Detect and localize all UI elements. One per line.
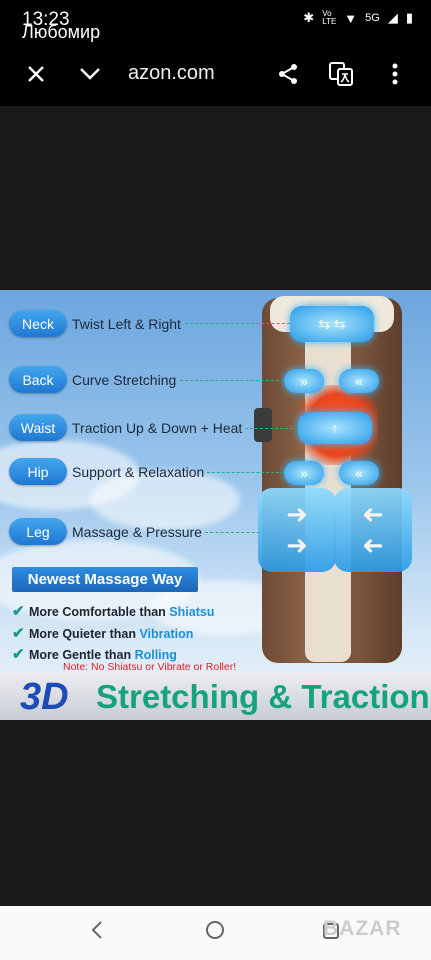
back-pad-right: «: [339, 369, 379, 393]
neck-label: Twist Left & Right: [72, 316, 181, 332]
close-icon[interactable]: [18, 56, 54, 92]
status-carrier-name: Любомир: [22, 22, 101, 42]
waist-leader: [245, 428, 298, 429]
hip-label: Support & Relaxation: [72, 464, 205, 480]
headline-title: Stretching & Traction: [96, 678, 430, 715]
back-nav-icon[interactable]: [90, 920, 104, 946]
feature-item: ✔ More Quieter than Vibration: [12, 624, 193, 642]
feature-highlight: Vibration: [139, 627, 194, 641]
leg-leader: [205, 532, 260, 533]
note-text: Note: No Shiatsu or Vibrate or Roller!: [63, 661, 237, 673]
feature-item: ✔ More Comfortable than Shiatsu: [12, 602, 214, 620]
headline-strip: [0, 672, 431, 720]
feature-item: ✔ More Gentle than Rolling: [12, 645, 177, 663]
hip-pill: Hip: [9, 458, 67, 485]
leg-pad-left: ➜➜: [258, 488, 336, 572]
leg-label: Massage & Pressure: [72, 524, 202, 540]
neck-pad: ⇆ ⇆: [290, 306, 374, 342]
check-icon: ✔: [12, 603, 25, 620]
check-icon: ✔: [12, 646, 25, 663]
hip-pad-left: »: [284, 461, 324, 485]
check-icon: ✔: [12, 625, 25, 642]
url-text[interactable]: azon.com: [128, 62, 215, 84]
browser-toolbar: azon.com: [0, 44, 431, 106]
hip-pad-right: «: [339, 461, 379, 485]
network-type: 5G: [365, 12, 380, 24]
feature-text: More Gentle than: [29, 648, 135, 662]
signal-icon: ◢: [387, 10, 398, 25]
recents-nav-icon[interactable]: [322, 920, 340, 946]
home-nav-icon[interactable]: [205, 920, 225, 946]
back-pad-left: »: [284, 369, 324, 393]
watermark-logo: BAZAR: [323, 917, 402, 940]
remote-control: [254, 408, 272, 442]
leg-pad-right: ➜➜: [334, 488, 412, 572]
hip-leader: [207, 472, 284, 473]
feature-text: More Comfortable than: [29, 605, 170, 619]
feature-highlight: Rolling: [134, 648, 177, 662]
system-nav-bar: [0, 906, 431, 960]
feature-text: More Quieter than: [29, 627, 140, 641]
headline-3d: 3D: [20, 676, 69, 718]
back-label: Curve Stretching: [72, 372, 177, 388]
feature-highlight: Shiatsu: [169, 605, 215, 619]
share-icon[interactable]: [270, 56, 306, 92]
newest-massage-way-badge: Newest Massage Way: [12, 567, 198, 592]
translate-icon[interactable]: [323, 56, 359, 92]
bluetooth-icon: ✱: [303, 10, 315, 25]
battery-icon: ▮: [405, 10, 413, 25]
neck-leader: [185, 323, 290, 324]
more-options-icon[interactable]: [377, 56, 413, 92]
wifi-icon: ▼: [344, 10, 358, 26]
waist-pill: Waist: [9, 414, 67, 441]
waist-label: Traction Up & Down + Heat: [72, 420, 243, 436]
leg-pill: Leg: [9, 518, 67, 545]
neck-pill: Neck: [9, 310, 67, 337]
status-time: 13:23: [22, 9, 70, 30]
back-leader: [180, 380, 284, 381]
chevron-down-icon[interactable]: [72, 56, 108, 92]
back-pill: Back: [9, 366, 67, 393]
waist-pad: ↑: [298, 412, 372, 444]
